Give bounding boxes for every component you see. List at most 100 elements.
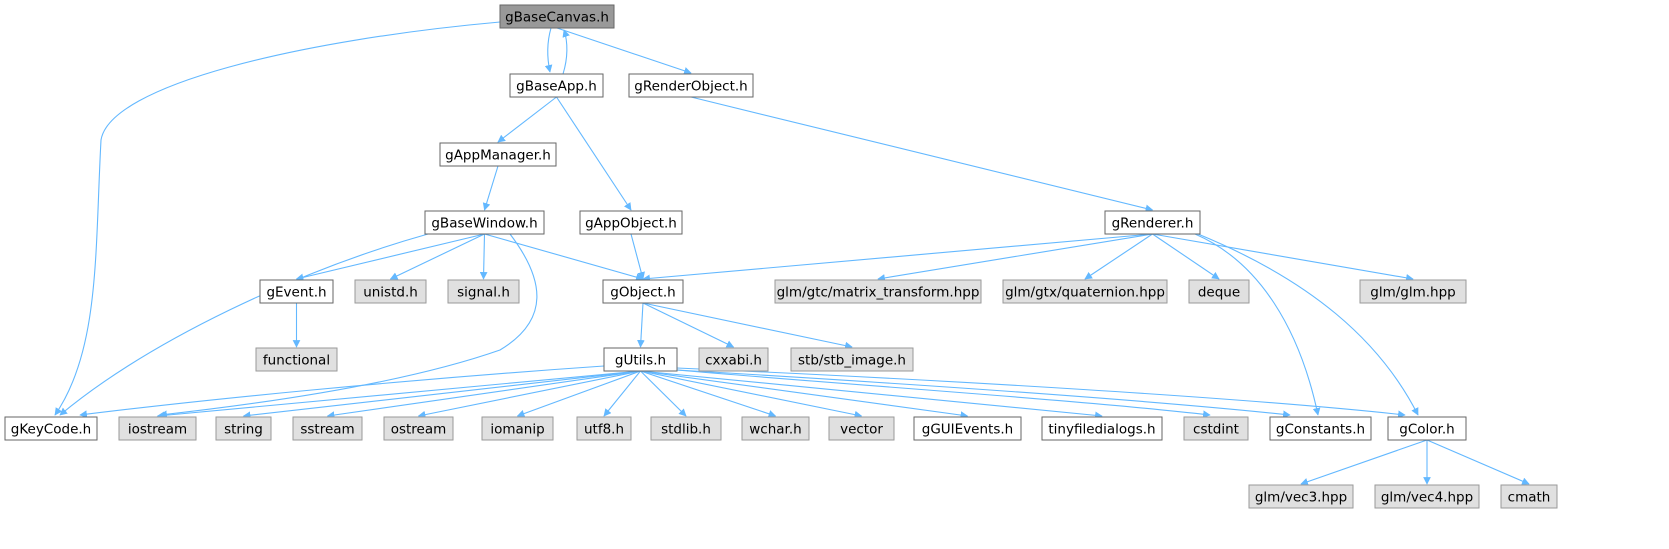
edge-gBaseCanvas-to-gRenderObject <box>556 27 692 75</box>
node-label: gBaseCanvas.h <box>505 10 609 26</box>
node-box <box>602 279 684 304</box>
node-box <box>292 416 363 441</box>
node-stb_image: stb/stb_image.h <box>790 347 914 372</box>
node-gGUIEvents[interactable]: gGUIEvents.h <box>913 416 1022 441</box>
node-box <box>1374 484 1480 509</box>
node-label: gRenderObject.h <box>634 79 747 95</box>
edge-gUtils-to-iomanip <box>516 370 641 418</box>
node-box <box>1188 279 1250 304</box>
node-deque: deque <box>1188 279 1250 304</box>
node-box <box>255 347 338 372</box>
edge-gUtils-to-gColor <box>676 367 1406 419</box>
edge-gBaseApp-to-gAppObject <box>556 96 632 211</box>
node-gObject[interactable]: gObject.h <box>602 279 684 304</box>
node-iomanip: iomanip <box>481 416 554 441</box>
edge-gRenderer-to-gObject <box>642 233 1153 283</box>
node-label: stdlib.h <box>661 422 711 438</box>
node-label: cxxabi.h <box>705 353 762 369</box>
edge-gUtils-to-string <box>242 370 641 420</box>
edge-gColor-to-cmath <box>1426 439 1530 485</box>
node-label: signal.h <box>457 285 510 301</box>
node-box <box>790 347 914 372</box>
node-box <box>509 73 604 98</box>
node-label: glm/vec3.hpp <box>1255 490 1347 506</box>
node-cstdint: cstdint <box>1183 416 1249 441</box>
node-gColor[interactable]: gColor.h <box>1387 416 1467 441</box>
node-stdlib: stdlib.h <box>650 416 722 441</box>
node-box <box>1387 416 1467 441</box>
node-label: gConstants.h <box>1276 422 1365 438</box>
node-box <box>1248 484 1354 509</box>
node-matrix_transform: glm/gtc/matrix_transform.hpp <box>774 279 982 304</box>
node-gAppManager[interactable]: gAppManager.h <box>439 142 557 167</box>
edge-gObject-to-stb_image <box>642 302 853 350</box>
node-label: glm/glm.hpp <box>1370 285 1455 301</box>
node-box <box>579 210 683 235</box>
node-gUtils[interactable]: gUtils.h <box>603 347 678 372</box>
edge-gBaseWindow-to-unistd <box>389 233 485 280</box>
node-label: gUtils.h <box>615 353 666 369</box>
node-label: functional <box>263 353 330 369</box>
node-label: glm/gtc/matrix_transform.hpp <box>777 285 980 301</box>
node-box <box>828 416 895 441</box>
node-box <box>698 347 769 372</box>
node-label: gEvent.h <box>266 285 326 301</box>
node-gAppObject[interactable]: gAppObject.h <box>579 210 683 235</box>
node-label: gObject.h <box>610 285 675 301</box>
node-gConstants[interactable]: gConstants.h <box>1269 416 1372 441</box>
edge-gRenderer-to-quaternion <box>1084 233 1153 280</box>
edge-gColor-to-vec3 <box>1300 439 1428 486</box>
node-box <box>1183 416 1249 441</box>
node-ostream: ostream <box>383 416 454 441</box>
node-tinyfiledialogs[interactable]: tinyfiledialogs.h <box>1041 416 1163 441</box>
edge-gRenderer-to-glm <box>1152 233 1414 282</box>
edge-gUtils-to-tinyfiledialogs <box>640 370 1103 420</box>
edge-gObject-to-gUtils <box>637 302 645 348</box>
edge-gUtils-to-gConstants <box>676 369 1291 419</box>
edge-gBaseWindow-to-gEvent <box>295 233 485 282</box>
edge-gBaseApp-to-gBaseCanvas <box>562 29 570 75</box>
node-gKeyCode[interactable]: gKeyCode.h <box>4 416 98 441</box>
node-gBaseApp[interactable]: gBaseApp.h <box>509 73 604 98</box>
node-quaternion: glm/gtx/quaternion.hpp <box>1002 279 1168 304</box>
node-box <box>1041 416 1163 441</box>
edge-gRenderObject-to-gRenderer <box>690 96 1154 213</box>
node-label: iostream <box>128 422 187 438</box>
node-unistd: unistd.h <box>354 279 427 304</box>
node-box <box>499 4 615 29</box>
edge-gBaseWindow-to-gKeyCode <box>59 233 429 416</box>
node-label: utf8.h <box>584 422 624 438</box>
node-box <box>215 416 272 441</box>
node-label: gAppManager.h <box>445 148 551 164</box>
edge-gBaseWindow-to-iostream <box>159 233 538 419</box>
node-utf8: utf8.h <box>576 416 632 441</box>
edge-gAppObject-to-gObject <box>630 233 645 280</box>
edge-gUtils-to-utf8 <box>603 370 641 417</box>
node-cxxabi: cxxabi.h <box>698 347 769 372</box>
node-box <box>628 73 754 98</box>
node-box <box>354 279 427 304</box>
node-label: gBaseWindow.h <box>431 216 537 232</box>
node-label: tinyfiledialogs.h <box>1048 422 1155 438</box>
node-gRenderObject[interactable]: gRenderObject.h <box>628 73 754 98</box>
edge-gUtils-to-gGUIEvents <box>640 370 969 419</box>
node-gRenderer[interactable]: gRenderer.h <box>1104 210 1201 235</box>
node-label: sstream <box>300 422 354 438</box>
node-label: gAppObject.h <box>585 216 677 232</box>
edge-gBaseApp-to-gAppManager <box>497 96 557 143</box>
edge-gBaseWindow-to-gObject <box>484 233 644 281</box>
edge-gBaseWindow-to-signal <box>479 233 488 280</box>
node-functional: functional <box>255 347 338 372</box>
node-box <box>118 416 197 441</box>
edge-gUtils-to-cstdint <box>676 369 1211 419</box>
node-label: iomanip <box>490 422 544 438</box>
node-gBaseWindow[interactable]: gBaseWindow.h <box>424 210 545 235</box>
node-glm: glm/glm.hpp <box>1359 279 1467 304</box>
node-label: unistd.h <box>363 285 418 301</box>
node-gEvent[interactable]: gEvent.h <box>259 279 334 304</box>
node-box <box>913 416 1022 441</box>
edge-gBaseCanvas-to-gBaseApp <box>544 27 553 73</box>
node-box <box>1002 279 1168 304</box>
edges-layer <box>54 21 1530 486</box>
